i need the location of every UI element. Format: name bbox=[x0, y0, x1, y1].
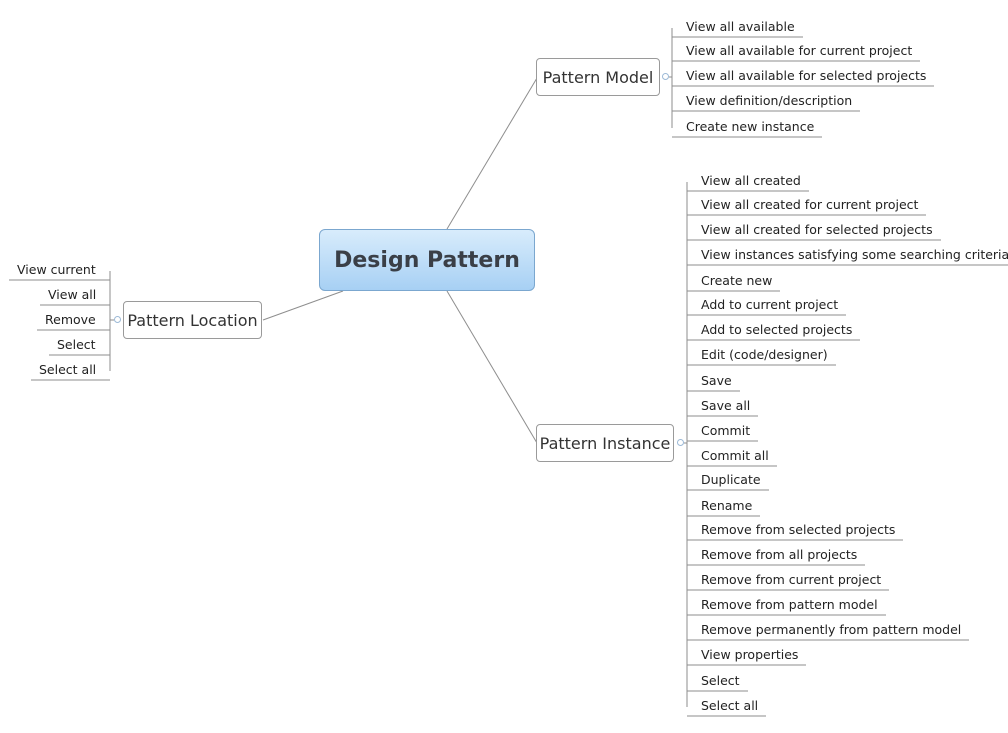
subtopic-item[interactable]: Remove from pattern model bbox=[701, 597, 878, 612]
subtopic-item[interactable]: View current bbox=[17, 262, 96, 277]
subtopic-item[interactable]: Add to current project bbox=[701, 297, 839, 312]
subtopic-item[interactable]: View instances satisfying some searching… bbox=[701, 247, 1008, 262]
subtopic-item[interactable]: Create new instance bbox=[686, 119, 815, 134]
subtopic-item[interactable]: Select all bbox=[39, 362, 97, 377]
subtopic-item[interactable]: Remove from selected projects bbox=[701, 522, 896, 537]
collapse-instance-icon[interactable] bbox=[677, 439, 684, 446]
subtopic-item[interactable]: Remove from all projects bbox=[701, 547, 858, 562]
collapse-model-icon[interactable] bbox=[662, 73, 669, 80]
subtopic-item[interactable]: Save bbox=[701, 373, 732, 388]
subtopic-item[interactable]: Rename bbox=[701, 498, 753, 513]
subtopic-item[interactable]: View all available for selected projects bbox=[686, 68, 927, 83]
subtopic-item[interactable]: Save all bbox=[701, 398, 751, 413]
subtopic-item[interactable]: Add to selected projects bbox=[701, 322, 853, 337]
subtopic-item[interactable]: View all bbox=[48, 287, 97, 302]
subtopic-item[interactable]: View all available bbox=[686, 19, 795, 34]
subtopic-item[interactable]: Select all bbox=[701, 698, 759, 713]
topic-pattern-model[interactable]: Pattern Model bbox=[536, 58, 660, 96]
subtopic-item[interactable]: View all created bbox=[701, 173, 801, 188]
subtopic-item[interactable]: Select bbox=[57, 337, 96, 352]
subtopic-item[interactable]: Remove permanently from pattern model bbox=[701, 622, 962, 637]
collapse-location-icon[interactable] bbox=[114, 316, 121, 323]
subtopic-item[interactable]: Remove bbox=[45, 312, 96, 327]
subtopic-item[interactable]: View all available for current project bbox=[686, 43, 913, 58]
subtopic-item[interactable]: View all created for current project bbox=[701, 197, 919, 212]
subtopic-item[interactable]: Duplicate bbox=[701, 472, 761, 487]
subtopic-item[interactable]: Commit all bbox=[701, 448, 769, 463]
central-topic[interactable]: Design Pattern bbox=[319, 229, 535, 291]
subtopic-item[interactable]: View properties bbox=[701, 647, 799, 662]
connector-line bbox=[262, 290, 344, 321]
subtopic-item[interactable]: Commit bbox=[701, 423, 751, 438]
topic-pattern-instance[interactable]: Pattern Instance bbox=[536, 424, 674, 462]
subtopic-item[interactable]: Select bbox=[701, 673, 740, 688]
topic-pattern-location[interactable]: Pattern Location bbox=[123, 301, 262, 339]
subtopic-item[interactable]: Create new bbox=[701, 273, 773, 288]
subtopic-item[interactable]: Edit (code/designer) bbox=[701, 347, 828, 362]
connector-line bbox=[446, 77, 538, 230]
subtopic-item[interactable]: View definition/description bbox=[686, 93, 853, 108]
connector-line bbox=[446, 290, 538, 444]
subtopic-item[interactable]: View all created for selected projects bbox=[701, 222, 933, 237]
subtopic-item[interactable]: Remove from current project bbox=[701, 572, 882, 587]
